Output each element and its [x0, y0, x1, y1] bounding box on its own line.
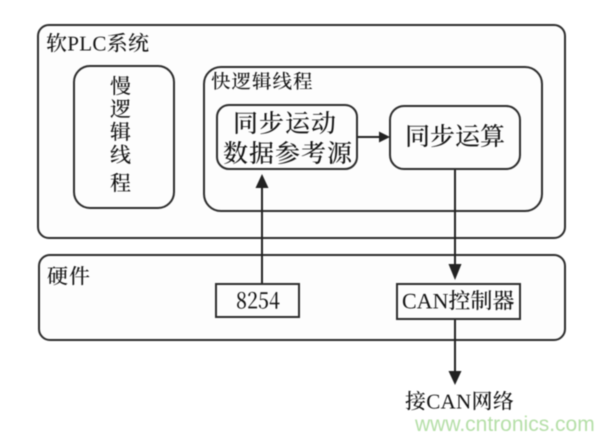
sync-motion-data-source-line1: [233, 110, 336, 140]
sync-operation-label: [389, 105, 521, 170]
fast-logic-thread-label: [211, 71, 313, 94]
slow-logic-thread-label: [110, 75, 131, 197]
arrow-head: [448, 371, 462, 385]
watermark-text: www.cntronics.com: [415, 413, 595, 436]
hardware-label: [47, 265, 90, 290]
can-network-label: [405, 390, 514, 415]
can-controller-label: [396, 283, 521, 320]
soft-plc-system-label: [46, 32, 149, 57]
timer-8254-label: [215, 283, 300, 318]
sync-motion-data-source-line2: [223, 140, 352, 170]
sync-motion-data-source-label: [216, 104, 358, 176]
can-controller-box: [396, 283, 521, 320]
timer-8254-box: [215, 283, 300, 318]
